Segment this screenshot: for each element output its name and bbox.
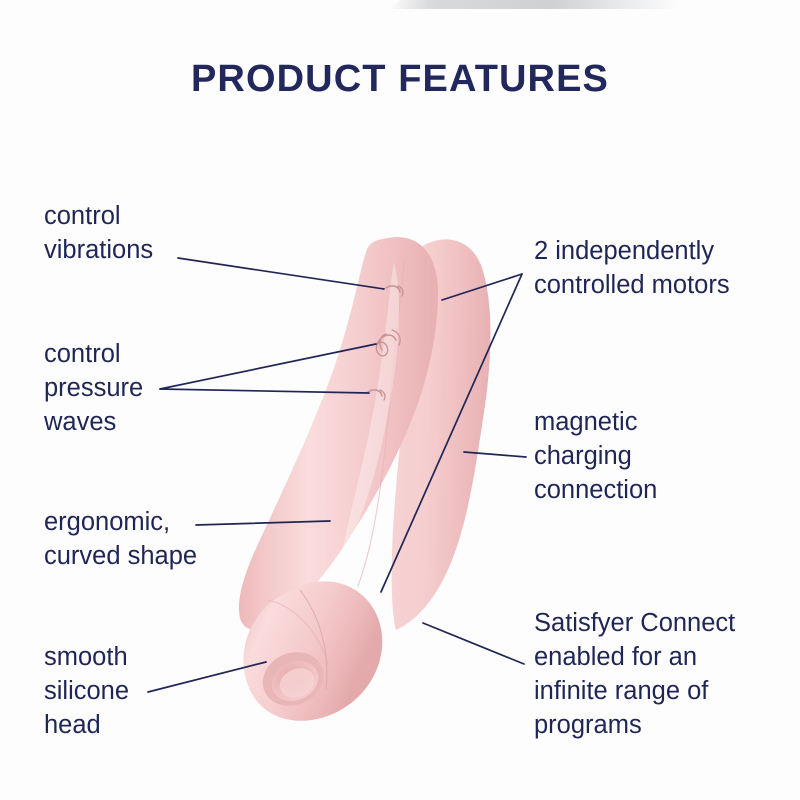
vibration-button-icon[interactable] <box>385 285 404 297</box>
label-magnetic-charging-connection: magnetic charging connection <box>534 408 658 504</box>
leader-control-pressure-b <box>159 388 370 394</box>
product-control-buttons <box>367 285 404 401</box>
leader-control-vibrations <box>177 257 385 290</box>
leader-control-pressure-a <box>159 343 377 390</box>
pressure-button-icon[interactable] <box>367 389 386 401</box>
label-control-pressure-waves: control pressure waves <box>44 340 144 436</box>
leader-lines <box>147 257 527 693</box>
label-control-vibrations: control vibrations <box>44 202 154 264</box>
page-title: PRODUCT FEATURES <box>190 58 609 100</box>
label-smooth-silicone-head: smooth silicone head <box>44 643 130 739</box>
head-collar-seam <box>299 589 328 691</box>
leader-two-motors-b <box>380 273 523 593</box>
head-opening-bore <box>279 668 315 698</box>
power-wave-button-icon[interactable] <box>375 329 401 357</box>
product-seam <box>357 261 405 587</box>
product-illustration <box>238 237 491 721</box>
label-satisfyer-connect: Satisfyer Connect enabled for an infinit… <box>534 609 736 739</box>
label-ergonomic-curved-shape: ergonomic, curved shape <box>44 508 198 570</box>
leader-magnetic-charging <box>463 451 527 458</box>
top-edge-artifact <box>388 0 688 9</box>
leader-ergonomic-shape <box>195 520 331 526</box>
label-two-independently-controlled-motors: 2 independently controlled motors <box>534 237 730 299</box>
head-collar-seam-2 <box>267 599 329 665</box>
leader-satisfyer-connect <box>422 622 525 665</box>
leader-two-motors-a <box>441 273 523 301</box>
leader-smooth-head <box>147 661 267 693</box>
body-highlight <box>340 262 400 560</box>
